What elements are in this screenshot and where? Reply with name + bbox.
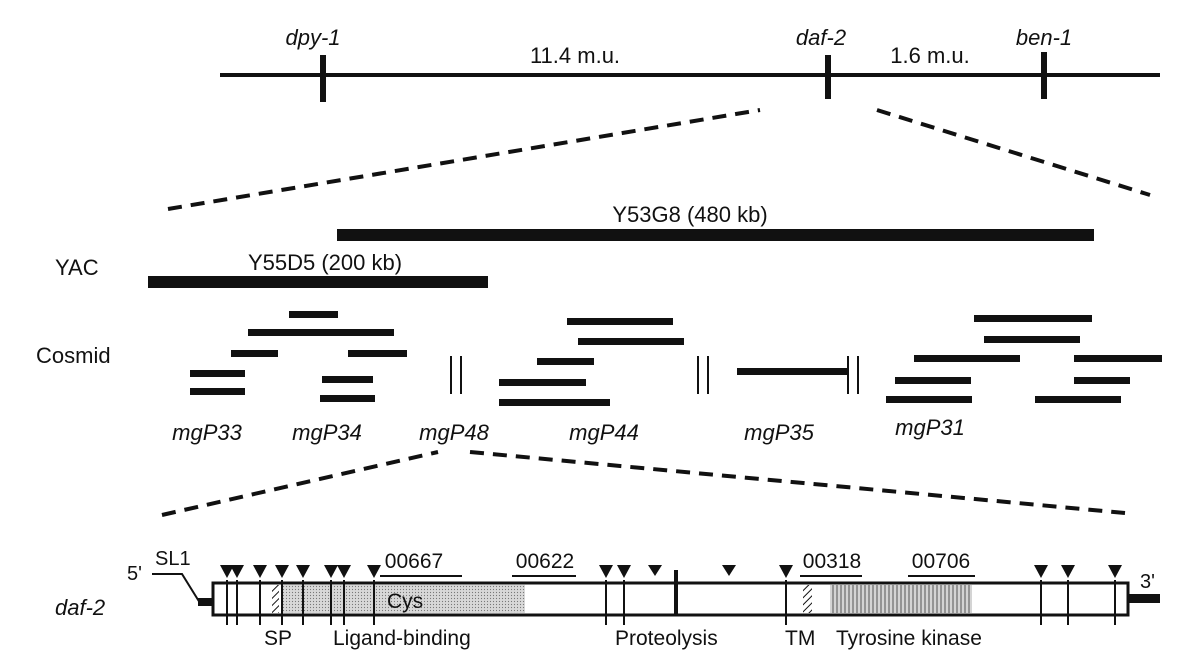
cosmid-bar [1074,355,1162,362]
locus-tick-daf-2 [825,55,831,99]
signal-peptide-region [272,585,279,613]
genetic-map: dpy-1 daf-2 ben-1 11.4 m.u. 1.6 m.u. [220,25,1160,102]
contig-label-mgp35: mgP35 [744,420,814,445]
cys-label: Cys [387,590,423,613]
zoom-line-right [469,450,1126,515]
allele-label-00706: 00706 [912,550,970,573]
cosmid-bar [320,395,375,402]
gene-name-label: daf-2 [55,595,105,620]
yac-bar-y55d5 [148,276,488,288]
zoom-line-left [167,108,761,211]
domain-label-sp: SP [264,627,292,650]
sl1-leader-line [152,573,201,604]
cosmid-bar [974,315,1092,322]
cosmid-bar [1035,396,1121,403]
contig-label-mgp31: mgP31 [895,415,965,440]
cosmid-bar [886,396,972,403]
locus-label-dpy-1: dpy-1 [285,25,340,50]
transmembrane-region [803,585,812,613]
exon-boundary-ticks [226,580,1116,625]
domain-label-tm: TM [785,627,815,650]
domain-label-tyrosine-kinase: Tyrosine kinase [836,627,982,650]
sl1-label: SL1 [155,548,191,570]
cosmid-bar [895,377,971,384]
allele-label-00667: 00667 [385,550,443,573]
distance-label-daf2-ben1: 1.6 m.u. [890,43,969,68]
cosmid-bar [231,350,278,357]
contig-label-mgp34: mgP34 [292,420,362,445]
cosmid-label: Cosmid [36,343,111,368]
cosmid-bar [190,388,245,395]
cosmid-bar [499,399,610,406]
yac-label-y53g8: Y53G8 (480 kb) [612,202,767,227]
contig-label-mgp44: mgP44 [569,420,639,445]
locus-label-daf-2: daf-2 [796,25,846,50]
cosmid-group-mgp44 [499,318,684,406]
tyrosine-kinase-region [830,585,972,613]
cosmid-bar [567,318,673,325]
domain-label-proteolysis: Proteolysis [615,627,718,650]
locus-label-ben-1: ben-1 [1016,25,1072,50]
zoom-line-right [876,108,1151,197]
locus-tick-ben-1 [1041,52,1047,99]
yac-label-y55d5: Y55D5 (200 kb) [248,250,402,275]
five-prime-utr [198,598,215,606]
locus-tick-dpy-1 [320,55,326,102]
gene-model: 5' SL1 3' daf-2 Cys [55,548,1160,650]
cosmid-bar-mgp35 [737,368,849,375]
cosmid-bar [289,311,338,318]
cosmid-bar [578,338,684,345]
cosmid-group-mgp31 [886,315,1162,403]
contig-label-mgp48: mgP48 [419,420,489,445]
cosmid-bar [914,355,1020,362]
cosmid-bar [190,370,245,377]
distance-label-dpy1-daf2: 11.4 m.u. [530,43,620,68]
zoom-line-left [161,450,439,517]
cosmid-group-mgp33-mgp34 [190,311,407,402]
domain-label-ligand-binding: Ligand-binding [333,627,471,650]
cosmid-bar [1074,377,1130,384]
yac-bar-y53g8 [337,229,1094,241]
allele-label-00622: 00622 [516,550,574,573]
gap-mark [450,356,462,394]
three-prime-utr [1128,594,1160,603]
cosmid-bar [537,358,594,365]
cosmid-bar [348,350,407,357]
cys-rich-region [283,585,525,613]
contig-label-mgp33: mgP33 [172,420,242,445]
yac-label: YAC [55,255,99,280]
cosmid-bar [248,329,394,336]
gap-mark [847,356,859,394]
cosmid-bar [984,336,1080,343]
allele-label-00318: 00318 [803,550,861,573]
cosmid-bar [499,379,586,386]
cosmid-bar [322,376,373,383]
insertion-site-markers [220,565,1122,578]
physical-map: YAC Y53G8 (480 kb) Y55D5 (200 kb) Cosmid [36,202,1162,445]
five-prime-label: 5' [127,563,142,585]
three-prime-label: 3' [1140,571,1155,593]
gap-mark [697,356,709,394]
